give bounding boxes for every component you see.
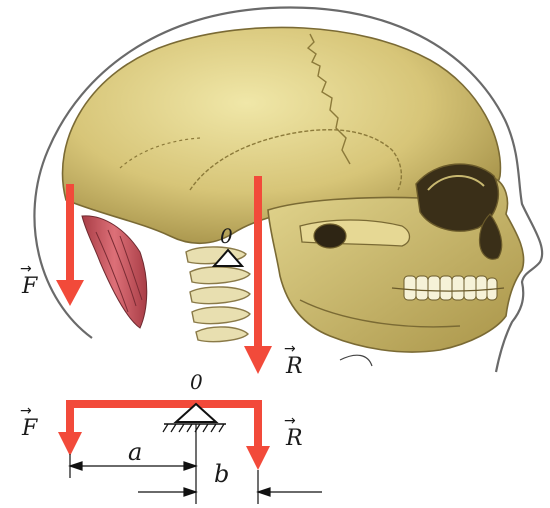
- ear-canal: [314, 224, 346, 248]
- distance-label-a: a: [128, 440, 142, 464]
- pivot-label-upper: 0: [220, 226, 233, 246]
- reaction-label-lower: R: [286, 428, 303, 450]
- force-label-lower: F: [22, 418, 37, 440]
- teeth: [404, 276, 497, 300]
- force-label-upper: F: [22, 276, 37, 298]
- reaction-label-upper: R: [286, 356, 303, 378]
- dimension-b: [138, 470, 322, 504]
- lever-bar: [70, 404, 258, 452]
- distance-label-b: b: [214, 462, 229, 486]
- pivot-label-lower: 0: [190, 372, 203, 392]
- neck-muscle: [82, 216, 147, 328]
